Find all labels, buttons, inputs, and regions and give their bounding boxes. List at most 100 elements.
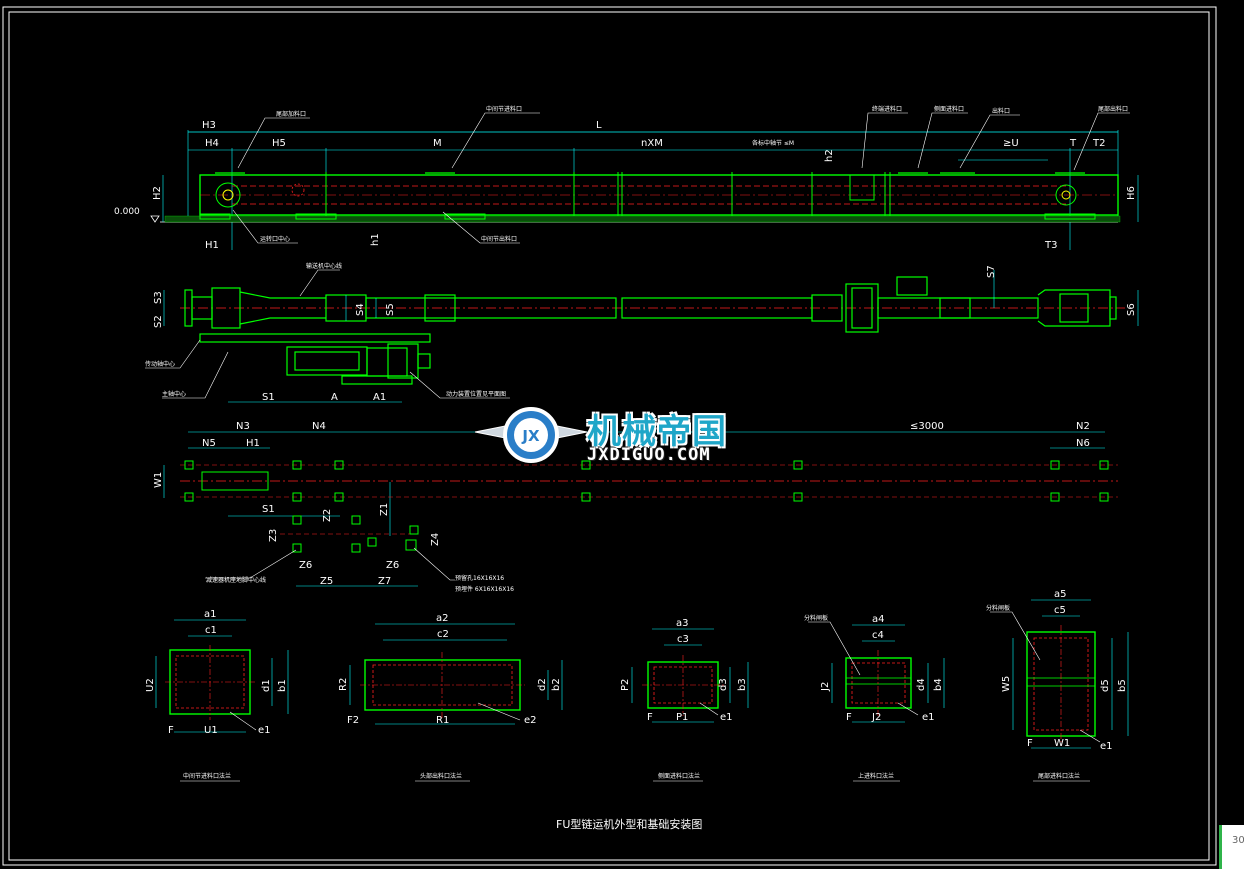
- flange-1-caption: 中间节进料口法兰: [183, 772, 231, 780]
- note-tail-discharge: 尾部出料口: [1098, 105, 1128, 113]
- dim-W1: W1: [153, 472, 164, 488]
- flange-2-e: e2: [524, 715, 537, 726]
- flange-3-d: d3: [718, 678, 729, 691]
- plan-view: S3 S2 S4 S5 S6 S7 S1 A A1 输送机中心线 传动轴中心 主…: [145, 262, 1139, 403]
- dim-H4: H4: [205, 138, 219, 149]
- ground-hatch: [164, 215, 1121, 223]
- flange-5-d: d5: [1100, 679, 1111, 692]
- dim-S1-plan: S1: [262, 392, 275, 403]
- elevation-mark: 0.000: [114, 207, 140, 217]
- flange-4-a: a4: [872, 614, 885, 625]
- flange-3-c: c3: [677, 634, 689, 645]
- note-side-feed: 侧面进料口: [934, 105, 964, 113]
- dim-M: M: [433, 138, 442, 149]
- note-reducer-centerline: 减速器机座地脚中心线: [206, 576, 266, 584]
- flange-4: a4 c4 d4 b4 J2 F J2 e1 分料闸板 上进料口法兰: [804, 614, 945, 780]
- dim-Z2: Z2: [322, 509, 333, 522]
- flange-3-w: P1: [676, 712, 688, 723]
- watermark-en: JXDIGUO.COM: [587, 445, 711, 465]
- note-drive-shaft: 传动轴中心: [145, 360, 175, 368]
- dim-h2: h2: [824, 149, 835, 162]
- flange-4-b: b4: [933, 678, 944, 691]
- note-discharge: 出料口: [992, 107, 1010, 115]
- watermark-badge: JX: [521, 427, 540, 445]
- flange-5-e: e1: [1100, 741, 1113, 752]
- note-drive-position: 动力装置位置见平面图: [446, 390, 506, 398]
- flange-2-a: a2: [436, 613, 449, 624]
- flange-4-note: 分料闸板: [804, 614, 828, 622]
- note-embedded-part: 预埋件 6X16X16X16: [455, 585, 514, 593]
- inner-frame: [8, 11, 1210, 861]
- dim-T3: T3: [1044, 240, 1057, 251]
- flange-2-b: b2: [551, 678, 562, 691]
- dim-S3: S3: [153, 291, 164, 304]
- elevation-view: L H3 H4 H5 M nXM 各标中轴节 ≤M ≥U T T2 h2: [114, 105, 1139, 251]
- dim-L: L: [596, 120, 602, 131]
- flange-4-f: F: [846, 712, 852, 723]
- dim-S5: S5: [385, 303, 396, 316]
- dim-N3: N3: [236, 421, 250, 432]
- dim-Z4: Z4: [430, 533, 441, 546]
- flange-4-e: e1: [922, 712, 935, 723]
- watermark-cn: 机械帝国: [587, 412, 727, 452]
- flange-2-f: F2: [347, 715, 359, 726]
- dim-M-max: 各标中轴节 ≤M: [752, 139, 794, 147]
- dim-U: ≥U: [1003, 138, 1019, 149]
- note-tail-feed: 尾部加料口: [276, 110, 306, 118]
- dim-H3: H3: [202, 120, 216, 131]
- flange-5-b: b5: [1117, 679, 1128, 692]
- dim-Z1: Z1: [379, 503, 390, 516]
- dim-S1-foundation: S1: [262, 504, 275, 515]
- flange-5-note: 分料闸板: [986, 604, 1010, 612]
- note-mid-discharge: 中间节出料口: [481, 235, 517, 243]
- flange-1-u: U2: [145, 678, 156, 692]
- flange-3-caption: 侧面进料口法兰: [658, 772, 700, 780]
- flange-4-d: d4: [916, 678, 927, 691]
- flange-1-a: a1: [204, 609, 217, 620]
- dim-N5: N5: [202, 438, 216, 449]
- flange-5-caption: 尾部进料口法兰: [1038, 772, 1080, 780]
- dim-A: A: [331, 392, 338, 403]
- page-indicator: 30: [1219, 825, 1244, 869]
- dim-H5: H5: [272, 138, 286, 149]
- dim-Z6-left: Z6: [299, 560, 312, 571]
- dim-Z6-right: Z6: [386, 560, 399, 571]
- dim-h1: h1: [370, 233, 381, 246]
- dim-N6: N6: [1076, 438, 1090, 449]
- dim-T2: T2: [1092, 138, 1105, 149]
- dim-N4: N4: [312, 421, 326, 432]
- flange-3-f: F: [647, 712, 653, 723]
- flange-1-w: U1: [204, 725, 218, 736]
- flange-3: a3 c3 d3 b3 P2 F P1 e1 侧面进料口法兰: [620, 618, 749, 780]
- note-main-shaft: 主轴中心: [162, 390, 186, 398]
- dim-S2: S2: [153, 315, 164, 328]
- dim-S7: S7: [986, 265, 997, 278]
- flange-5-w: W1: [1054, 738, 1070, 749]
- flange-5-f: F: [1027, 738, 1033, 749]
- flange-3-b: b3: [737, 678, 748, 691]
- outer-frame: [2, 6, 1217, 866]
- flange-2: a2 c2 d2 b2 R2 F2 R1 e2 头部出料口法兰: [338, 613, 563, 780]
- note-conveyor-centerline: 输送机中心线: [306, 262, 342, 270]
- page-number: 30: [1232, 835, 1244, 846]
- flange-5-c: c5: [1054, 605, 1066, 616]
- dim-T: T: [1069, 138, 1077, 149]
- flange-4-w: J2: [871, 712, 881, 723]
- flange-2-caption: 头部出料口法兰: [420, 772, 462, 780]
- drawing-title: FU型链运机外型和基础安装图: [556, 817, 702, 831]
- dim-S4: S4: [355, 303, 366, 316]
- flange-5-a: a5: [1054, 589, 1067, 600]
- flange-1-d: d1: [261, 679, 272, 692]
- dim-H2: H2: [152, 186, 163, 200]
- flange-details: a1 c1 d1 b1 U2 F U1 e1 中间节进料口法兰 a2 c2 d2: [145, 589, 1129, 780]
- flange-2-d: d2: [537, 678, 548, 691]
- flange-4-c: c4: [872, 630, 884, 641]
- dim-H1: H1: [205, 240, 219, 251]
- dim-A1: A1: [373, 392, 386, 403]
- dim-Z7: Z7: [378, 576, 391, 587]
- flange-3-u: P2: [620, 679, 631, 691]
- note-end-feed: 终端进料口: [872, 105, 902, 113]
- flange-4-u: J2: [820, 682, 831, 692]
